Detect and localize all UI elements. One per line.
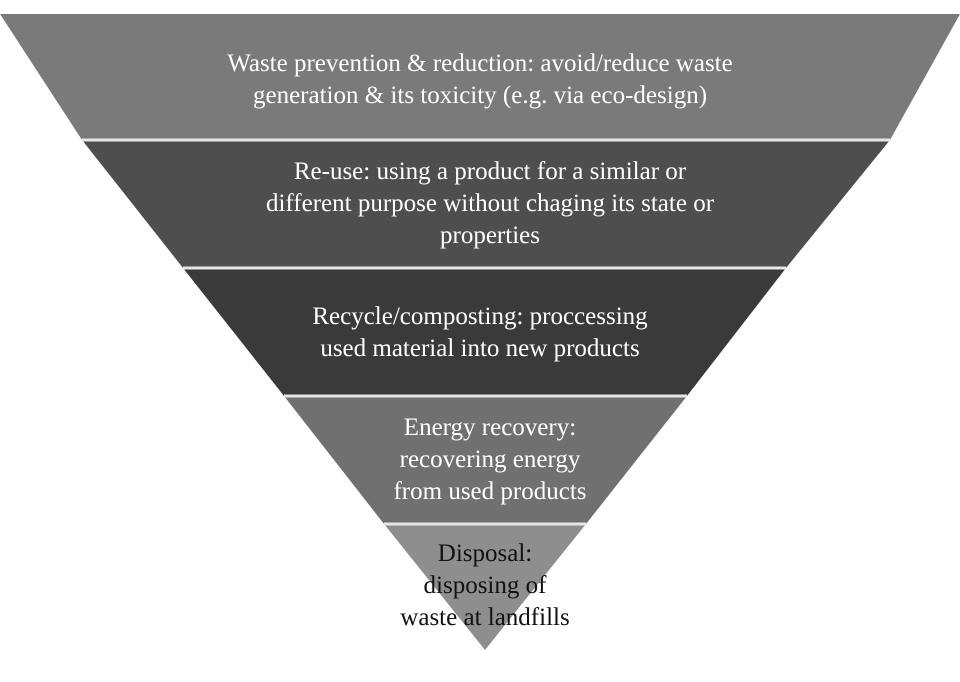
level-5-line-1: Disposal: xyxy=(437,540,533,567)
level-1-text: Waste prevention & reduction: avoid/redu… xyxy=(80,30,880,130)
level-4-band xyxy=(284,396,687,524)
level-4-text: Energy recovery: recovering energy from … xyxy=(340,410,640,510)
level-1-band xyxy=(0,14,960,140)
level-4-line-2: recovering energy xyxy=(399,446,581,473)
level-5-text: Disposal: disposing of waste at landfill… xyxy=(360,536,610,636)
level-2-line-3: properties xyxy=(440,222,540,249)
level-2-line-1: Re-use: using a product for a similar or xyxy=(293,158,687,185)
level-3-line-1: Recycle/composting: proccessing xyxy=(312,303,648,330)
level-3-band xyxy=(183,268,786,396)
level-1-line-2: generation & its toxicity (e.g. via eco-… xyxy=(252,82,708,109)
level-2-band xyxy=(82,140,890,268)
level-4-line-3: from used products xyxy=(393,478,587,505)
level-3-text: Recycle/composting: proccessing used mat… xyxy=(260,290,700,376)
level-5-line-3: waste at landfills xyxy=(400,604,570,631)
level-2-line-2: different purpose without chaging its st… xyxy=(265,190,715,217)
level-1-line-1: Waste prevention & reduction: avoid/redu… xyxy=(227,50,733,77)
level-2-text: Re-use: using a product for a similar or… xyxy=(180,152,800,256)
level-3-line-2: used material into new products xyxy=(320,335,640,362)
level-4-line-1: Energy recovery: xyxy=(403,414,577,441)
level-5-line-2: disposing of xyxy=(423,572,547,599)
level-5-band xyxy=(384,524,586,650)
